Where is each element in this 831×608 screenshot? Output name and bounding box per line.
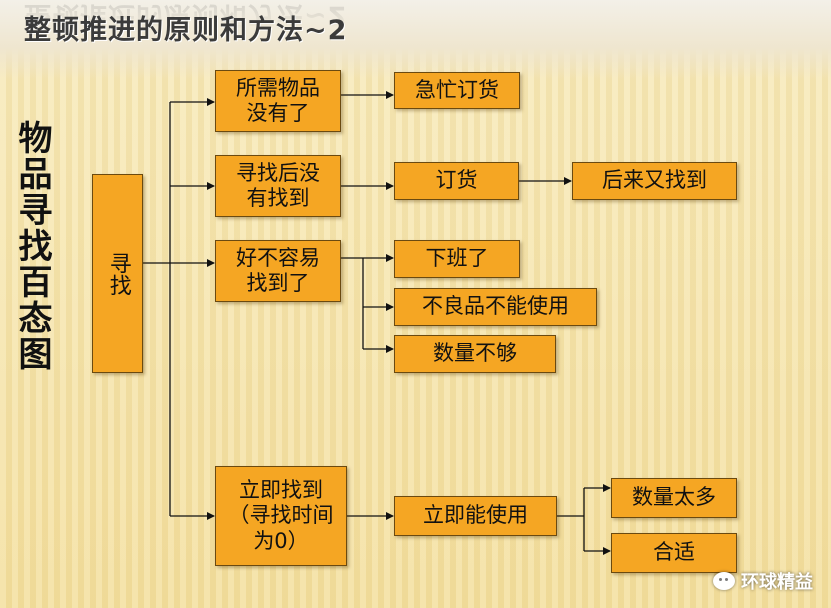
node-found-immediately: 立即找到 （寻找时间 为0） bbox=[215, 466, 347, 566]
title-band bbox=[0, 0, 831, 80]
node-appropriate: 合适 bbox=[611, 533, 737, 573]
side-title: 物品寻找百态图 bbox=[12, 120, 52, 372]
node-off-work: 下班了 bbox=[394, 240, 520, 278]
node-item-missing: 所需物品 没有了 bbox=[215, 70, 341, 132]
node-rush-order: 急忙订货 bbox=[394, 72, 520, 109]
watermark-text: 环球精益 bbox=[741, 572, 813, 593]
wechat-icon bbox=[713, 572, 735, 590]
node-order: 订货 bbox=[394, 162, 519, 200]
node-usable-immediately: 立即能使用 bbox=[394, 496, 557, 536]
node-quantity-too-many: 数量太多 bbox=[611, 478, 737, 518]
node-found-with-difficulty: 好不容易 找到了 bbox=[215, 240, 341, 302]
node-found-later: 后来又找到 bbox=[572, 162, 737, 200]
watermark: 环球精益 bbox=[713, 568, 813, 594]
node-root: 寻找 bbox=[92, 174, 143, 373]
node-not-found: 寻找后没 有找到 bbox=[215, 155, 341, 217]
slide-title-reflection: 整顿推进的原则和方法~2 bbox=[24, 0, 348, 31]
node-quantity-insufficient: 数量不够 bbox=[394, 335, 556, 373]
slide-title: 整顿推进的原则和方法~2 bbox=[24, 15, 348, 46]
node-defective-unusable: 不良品不能使用 bbox=[394, 288, 597, 326]
